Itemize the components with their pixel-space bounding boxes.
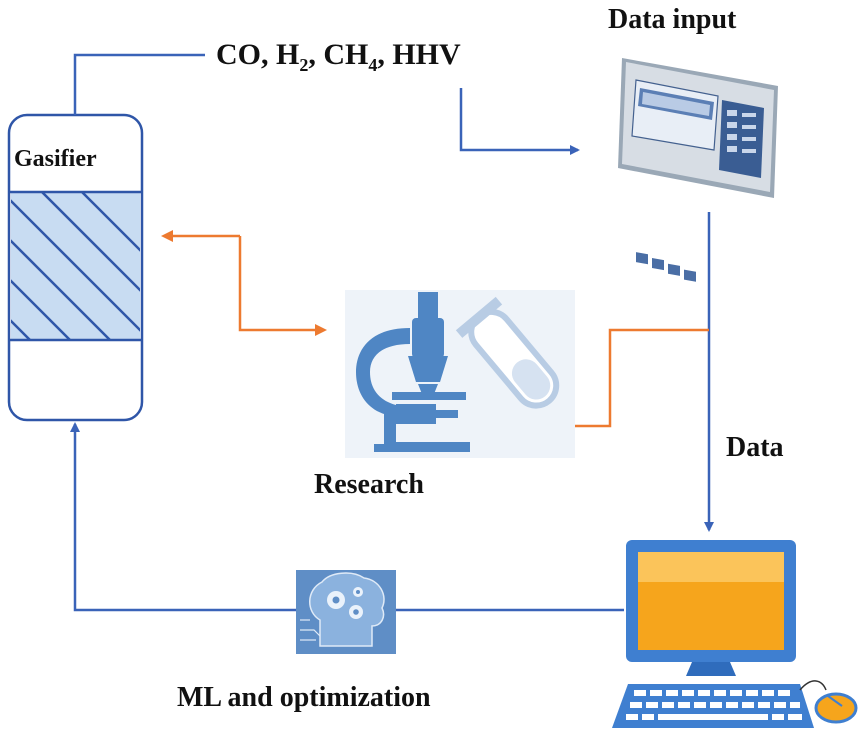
research-icon	[345, 290, 575, 458]
gas-ch4-text: , CH	[308, 38, 369, 71]
control-panel-icon	[618, 58, 778, 282]
gasifier-research-arrow	[161, 230, 327, 336]
ai-brain-gears-icon	[296, 570, 396, 654]
h2-subscript: 2	[299, 55, 309, 75]
ch4-subscript: 4	[368, 55, 378, 75]
test-tube-icon	[455, 296, 560, 409]
data-label: Data	[726, 432, 784, 463]
gas-products-label: CO, H2, CH4, HHV	[216, 38, 461, 76]
gas-output-line	[73, 53, 205, 115]
gas-hhv-text: , HHV	[377, 38, 461, 71]
gasifier-reactor	[7, 113, 144, 422]
data-input-label: Data input	[608, 4, 737, 35]
feedback-loop-arrow	[70, 422, 624, 612]
research-label: Research	[314, 469, 424, 500]
ml-optimization-label: ML and optimization	[177, 682, 431, 713]
microscope-icon	[356, 292, 470, 452]
gasifier-label: Gasifier	[14, 146, 97, 172]
computer-icon	[612, 540, 858, 728]
gas-co-h2-text: CO, H	[216, 38, 300, 71]
gas-to-data-input-arrow	[459, 88, 580, 155]
